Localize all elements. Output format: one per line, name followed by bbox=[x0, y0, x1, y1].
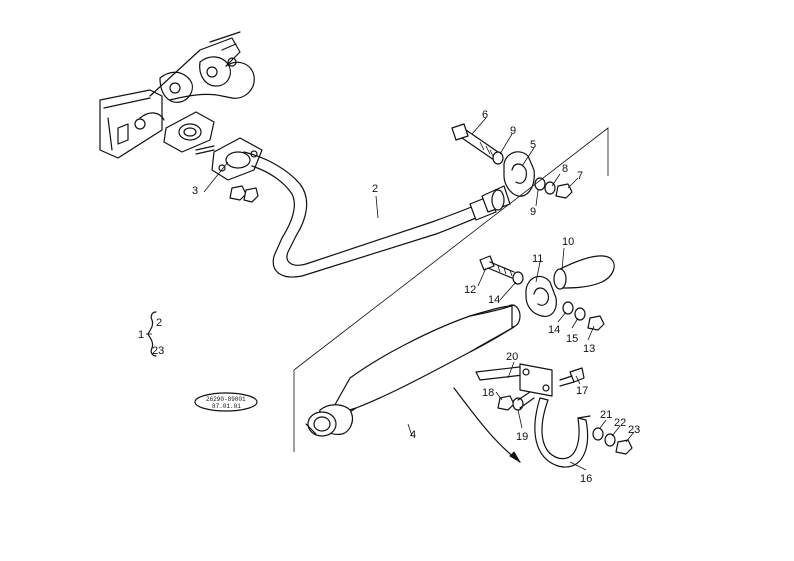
callout-14-right: 14 bbox=[548, 324, 560, 336]
leader-lines bbox=[203, 117, 635, 471]
callout-13: 13 bbox=[583, 343, 595, 355]
engine-manifold bbox=[99, 31, 255, 159]
stamp-line-1: 26290-89001 bbox=[206, 396, 246, 403]
callout-14-left: 14 bbox=[488, 294, 500, 306]
legend-1: 1 bbox=[138, 329, 144, 341]
callout-19: 19 bbox=[516, 431, 528, 443]
callout-6: 6 bbox=[482, 109, 488, 121]
front-pipe bbox=[195, 137, 511, 278]
callout-9-lower: 9 bbox=[530, 206, 536, 218]
assembly-legend: 1 2 23 bbox=[138, 311, 164, 357]
callout-17: 17 bbox=[576, 385, 588, 397]
callout-12: 12 bbox=[464, 284, 476, 296]
callout-23: 23 bbox=[628, 424, 640, 436]
callout-18: 18 bbox=[482, 387, 494, 399]
callout-20: 20 bbox=[506, 351, 518, 363]
callout-9-upper: 9 bbox=[510, 125, 516, 137]
legend-23: 23 bbox=[152, 345, 164, 357]
callout-21: 21 bbox=[600, 409, 612, 421]
muffler bbox=[305, 304, 521, 437]
callout-5: 5 bbox=[530, 139, 536, 151]
callout-8: 8 bbox=[562, 163, 568, 175]
callout-11: 11 bbox=[532, 253, 543, 265]
callout-22: 22 bbox=[614, 417, 626, 429]
drawing-stamp: 26290-89001 87.01.01 bbox=[194, 392, 258, 412]
upper-clamp-assembly bbox=[451, 123, 573, 199]
stamp-line-2: 87.01.01 bbox=[212, 403, 241, 410]
tail-pipe-assembly bbox=[479, 255, 615, 331]
callout-2: 2 bbox=[372, 183, 378, 195]
callout-15: 15 bbox=[566, 333, 578, 345]
mounting-plate-outline bbox=[293, 127, 609, 452]
callout-4: 4 bbox=[410, 429, 416, 441]
callout-16: 16 bbox=[580, 473, 592, 485]
callout-7: 7 bbox=[577, 170, 583, 182]
callout-10: 10 bbox=[562, 236, 574, 248]
callout-3: 3 bbox=[192, 185, 198, 197]
legend-2: 2 bbox=[156, 317, 162, 329]
